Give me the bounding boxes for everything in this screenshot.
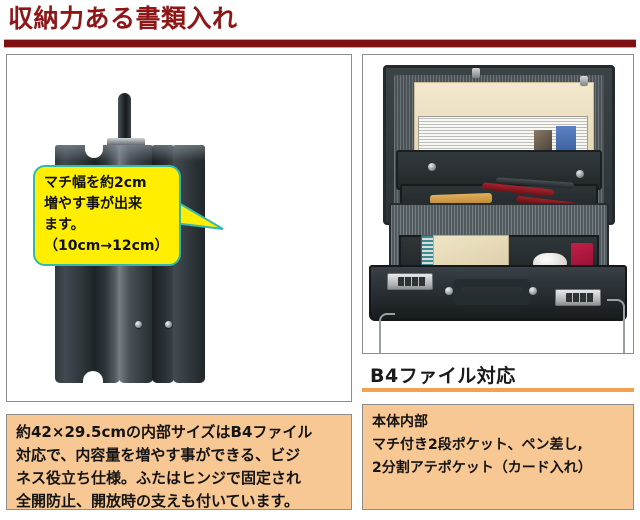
pocket-stud (576, 170, 584, 178)
blue-booklet (556, 126, 576, 152)
photo-clipping (534, 130, 552, 150)
pocket-stud (428, 163, 436, 171)
description-line: 2分割アテポケット（カード入れ） (372, 460, 592, 476)
description-line: 全開防止、開放時の支えも付いています。 (16, 492, 300, 510)
briefcase-lid (383, 65, 615, 225)
open-briefcase-image (369, 63, 627, 353)
title-divider-rule (4, 39, 636, 48)
gusset-callout-bubble: マチ幅を約2cm 増やす事が出来 ます。 （10cm→12cm） (33, 165, 181, 266)
case-foot-stud (165, 321, 172, 328)
lock-dials (566, 293, 594, 302)
handle-stud (445, 287, 453, 295)
callout-line: ます。 (44, 217, 85, 233)
lid-support-wire (607, 299, 625, 353)
closed-briefcase-panel: マチ幅を約2cm 増やす事が出来 ます。 （10cm→12cm） (6, 54, 352, 402)
description-line: 本体内部 (372, 414, 428, 430)
lid-hinge (472, 68, 480, 78)
lid-support-wire (379, 313, 395, 353)
case-top-bevel (55, 145, 205, 161)
description-line: 約42×29.5cmの内部サイズはB4ファイル (16, 423, 313, 441)
page-title: 収納力ある書類入れ (8, 4, 238, 33)
description-line: 対応で、内容量を増やす事ができる、ビジ (16, 446, 301, 464)
lock-dials (398, 277, 426, 286)
combination-lock (387, 273, 433, 290)
b4-compatibility-band: B4ファイル対応 (362, 358, 634, 392)
right-description-box: 本体内部 マチ付き2段ポケット、ペン差し, 2分割アテポケット（カード入れ） (362, 404, 634, 510)
callout-line: マチ幅を約2cm (44, 175, 147, 191)
carry-handle (453, 279, 531, 305)
handle-mount-plate (107, 138, 145, 147)
combination-lock (555, 289, 601, 306)
case-foot-stud (135, 321, 142, 328)
callout-line: （10cm→12cm） (44, 238, 169, 254)
open-briefcase-panel (362, 54, 634, 354)
description-line: マチ付き2段ポケット、ペン差し, (372, 437, 583, 453)
description-line: ネス役立ち仕様。ふたはヒンジで固定され (16, 469, 302, 487)
lid-hinge (580, 76, 588, 86)
callout-line: 増やす事が出来 (44, 196, 142, 212)
left-description-box: 約42×29.5cmの内部サイズはB4ファイル 対応で、内容量を増やす事ができる… (6, 414, 352, 510)
briefcase-handle-icon (118, 93, 131, 143)
briefcase-base (369, 203, 627, 353)
case-bottom-notch (83, 371, 103, 383)
case-top-notch (85, 145, 103, 158)
handle-stud (529, 287, 537, 295)
b4-label: B4ファイル対応 (370, 365, 516, 387)
